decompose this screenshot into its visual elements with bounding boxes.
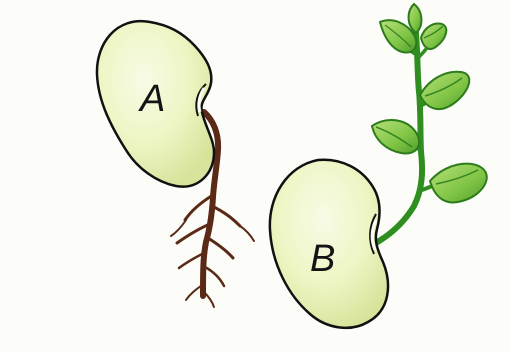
seed-a-label: A [138, 78, 165, 120]
seed-b-leaves [372, 4, 487, 202]
seed-b: B [270, 4, 487, 328]
leaf-upper-right [420, 72, 469, 109]
seed-b-label: B [310, 238, 335, 280]
leaf-top-right [421, 24, 446, 49]
seed-a: A [97, 21, 254, 307]
